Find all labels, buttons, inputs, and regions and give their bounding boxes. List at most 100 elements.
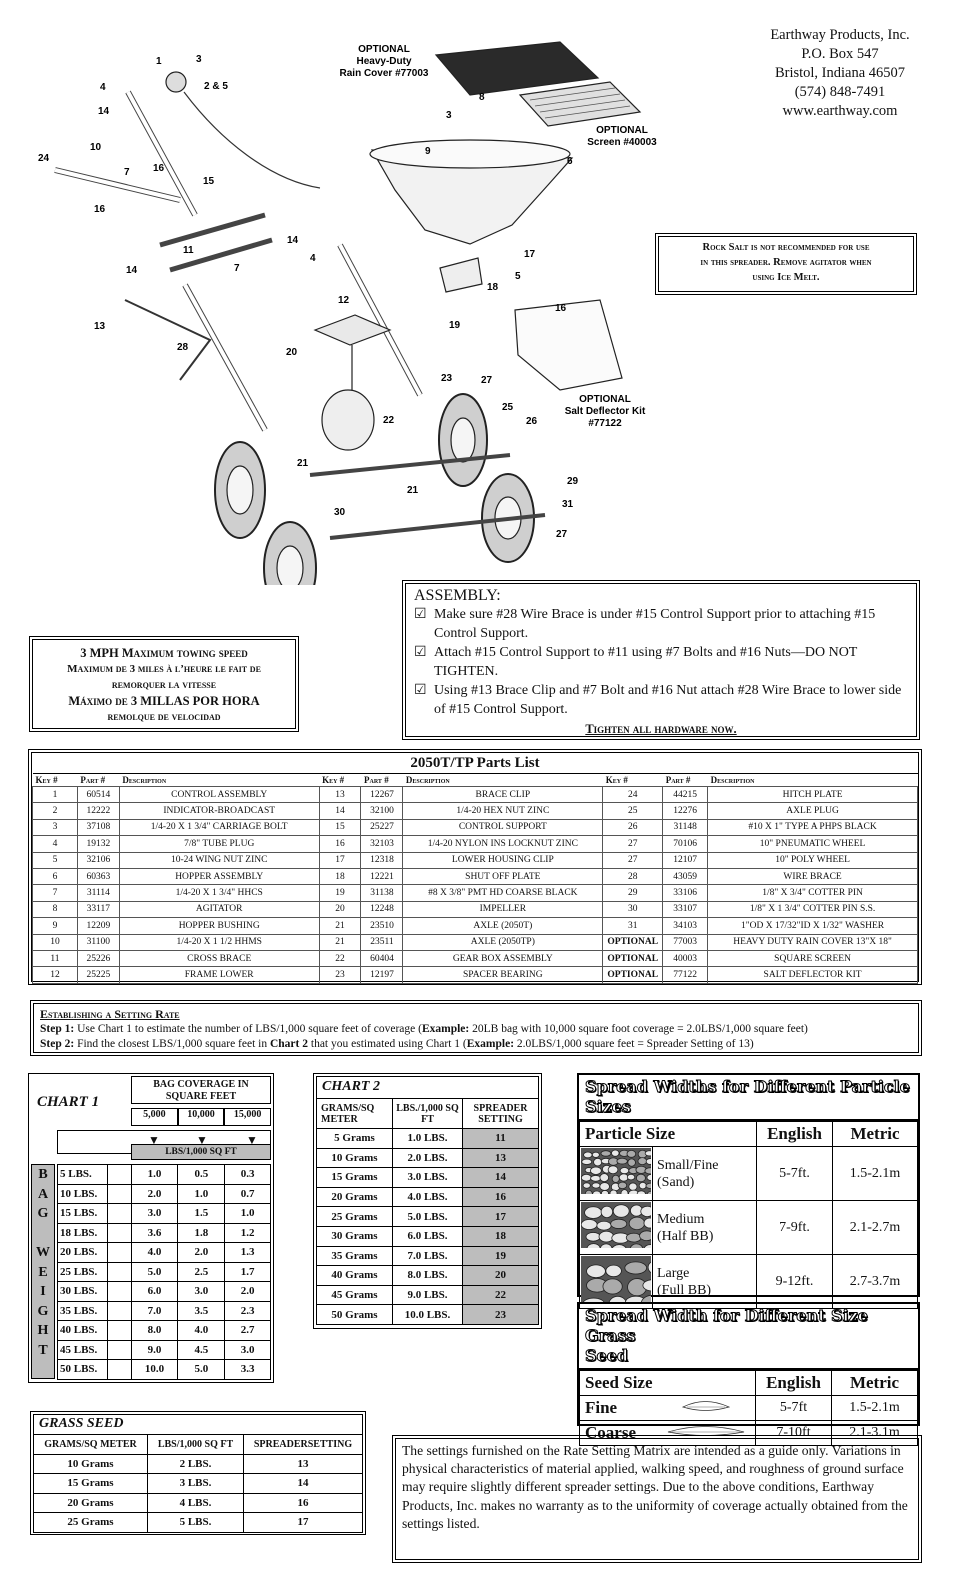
part-key: 6 [32, 867, 78, 886]
grams-per-sq-meter: 25 Grams [33, 1512, 148, 1533]
bag-weight: 35 LBS. [57, 1300, 108, 1321]
part-description: 10-24 WING NUT ZINC [118, 851, 320, 869]
part-number: 31138 [360, 884, 404, 902]
callout-5: 5 [515, 271, 521, 282]
hopper-rim [369, 139, 571, 169]
spread-widths-seed: Spread Width for Different Size Grass Se… [577, 1302, 920, 1446]
part-description: HOPPER ASSEMBLY [118, 867, 320, 886]
bag-weight: 20 LBS. [57, 1242, 108, 1263]
header-part: Part # [662, 773, 708, 787]
part-description: 1/4-20 X 1 3/4" CARRIAGE BOLT [118, 818, 320, 837]
part-key: 17 [318, 851, 362, 869]
lbs-per-1000: 9.0 LBS. [392, 1284, 463, 1306]
medium-particle-swatch [580, 1202, 657, 1256]
gear-box-shape [321, 389, 375, 451]
part-key: 22 [318, 949, 362, 968]
disclaimer: The settings furnished on the Rate Setti… [392, 1435, 922, 1563]
lbs-per-1000-value: 3.6 [130, 1222, 179, 1243]
part-key: 13 [318, 785, 362, 804]
callout-16: 16 [153, 163, 165, 174]
part-key: 10 [32, 933, 78, 951]
spread-seed-header-row: Seed Size English Metric [579, 1370, 918, 1396]
part-key: 14 [318, 802, 362, 820]
part-key: 8 [32, 900, 78, 919]
chart-2-header-row: GRAMS/SQ METER LBS./1,000 SQ FT SPREADER… [316, 1098, 539, 1129]
header-part: Part # [77, 773, 120, 787]
part-description: HITCH PLATE [707, 785, 918, 804]
lbs-per-1000-value: 0.3 [224, 1164, 271, 1185]
part-number: 44215 [662, 785, 709, 804]
callout-6: 6 [567, 156, 573, 167]
assembly-step: ☑ Using #13 Brace Clip and #7 Bolt and #… [414, 681, 908, 719]
parts-header-row: Key # Part # Description Key # Part # De… [32, 773, 918, 787]
part-key: 7 [32, 884, 78, 902]
part-number: 77003 [662, 933, 709, 951]
part-description: SQUARE SCREEN [707, 949, 918, 968]
part-number: 40003 [662, 949, 709, 968]
part-number: 33106 [662, 884, 709, 902]
part-number: 32103 [360, 835, 404, 853]
lbs-per-1000-value: 8.0 [130, 1320, 179, 1341]
part-description: AXLE PLUG [707, 802, 918, 820]
part-number: 43059 [662, 867, 709, 886]
callout-26: 26 [526, 416, 538, 427]
part-key: 20 [318, 900, 362, 919]
particle-row: Large(Full BB)9-12ft.2.7-3.7m [579, 1254, 918, 1314]
lbs-per-1000-value: 5.0 [130, 1261, 179, 1282]
spreader-setting: 17 [243, 1512, 363, 1533]
part-description: HOPPER BUSHING [118, 917, 320, 935]
setting-rate-instructions: Establishing a Setting Rate Step 1: Use … [30, 1000, 922, 1056]
assembly-step-text: Attach #15 Control Support to #11 using … [434, 645, 858, 679]
callout-1: 1 [156, 56, 162, 67]
callout-17: 17 [524, 249, 536, 260]
part-description: 1/8" X 3/4" COTTER PIN [707, 884, 918, 902]
part-description: 1/4-20 X 1 3/4" HHCS [118, 884, 320, 902]
part-number: 60404 [360, 949, 404, 968]
grams-per-sq-meter: 30 Grams [316, 1225, 393, 1247]
lbs-per-1000-value: 3.0 [177, 1281, 226, 1302]
seed-size-name: Coarse [579, 1420, 658, 1446]
rock-salt-warning: Rock Salt is not recommended for use in … [655, 233, 917, 295]
spacer-cell [106, 1222, 132, 1243]
part-key: 4 [32, 835, 78, 853]
hopper-shape [370, 149, 574, 245]
callout-7b: 7 [234, 263, 240, 274]
part-key: 5 [32, 851, 78, 869]
lbs-per-1000: 6.0 LBS. [392, 1225, 463, 1247]
lbs-per-1000-value: 3.5 [177, 1300, 226, 1321]
lbs-per-1000-value: 2.3 [224, 1300, 271, 1321]
chart-2-title: CHART 2 [316, 1076, 539, 1098]
lbs-per-1000: 4 LBS. [147, 1492, 244, 1513]
rain-cover-subtitle: Heavy-Duty [356, 56, 411, 67]
callout-18: 18 [487, 282, 499, 293]
part-key: 30 [602, 900, 664, 919]
mph-line5: remolque de velocidad [107, 711, 221, 723]
spacer-cell [106, 1242, 132, 1263]
lbs-per-1000: 10.0 LBS. [392, 1304, 463, 1325]
part-description: AGITATOR [118, 900, 320, 919]
part-number: 70106 [662, 835, 709, 853]
callout-30: 30 [334, 507, 346, 518]
lbs-per-1000-value: 4.0 [130, 1242, 179, 1263]
part-key: OPTIONAL [602, 949, 664, 968]
spread-particle-header-row: Particle Size English Metric [579, 1121, 918, 1147]
spacer-cell [106, 1339, 132, 1360]
lbs-per-1000-value: 2.0 [130, 1183, 179, 1204]
lbs-per-1000-value: 1.2 [224, 1222, 271, 1243]
part-key: 1 [32, 785, 78, 804]
exploded-parts-diagram: OPTIONAL Heavy-Duty Rain Cover #77003 OP… [38, 41, 657, 585]
bag-weight: 18 LBS. [57, 1222, 108, 1243]
spacer-cell [106, 1203, 132, 1224]
setting-rate-step1: Step 1: Use Chart 1 to estimate the numb… [40, 1023, 808, 1035]
part-key: 2 [32, 802, 78, 820]
assembly-step-text: Make sure #28 Wire Brace is under #15 Co… [434, 607, 876, 641]
part-key: 11 [32, 949, 78, 968]
